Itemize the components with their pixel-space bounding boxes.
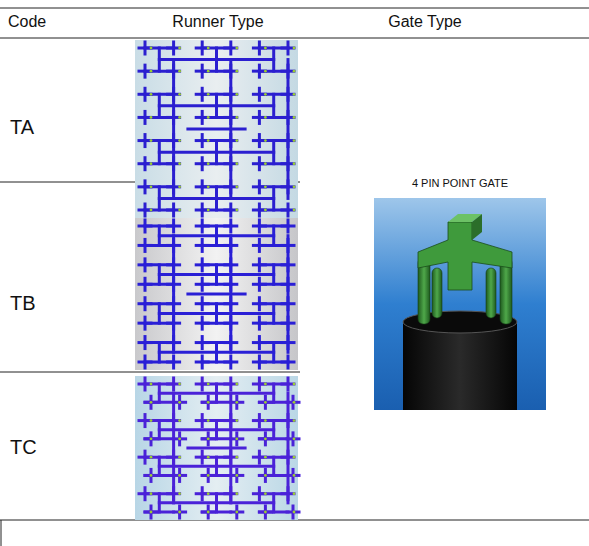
column-header: Code (8, 13, 46, 31)
table-rule (0, 38, 589, 39)
table-rule (0, 372, 300, 373)
row-code: TC (10, 436, 37, 459)
column-header: Gate Type (388, 13, 462, 31)
pin-point-gate-image (374, 198, 546, 410)
table-rule (1, 520, 2, 546)
runner-layout (135, 376, 299, 520)
table-rule (0, 8, 589, 9)
table-rules (0, 8, 589, 546)
row-code: TA (10, 116, 34, 139)
runner-layout (135, 218, 298, 370)
runner-layout (135, 40, 298, 218)
column-header: Runner Type (172, 13, 263, 31)
image-caption: 4 PIN POINT GATE (412, 177, 508, 190)
row-code: TB (10, 292, 36, 315)
